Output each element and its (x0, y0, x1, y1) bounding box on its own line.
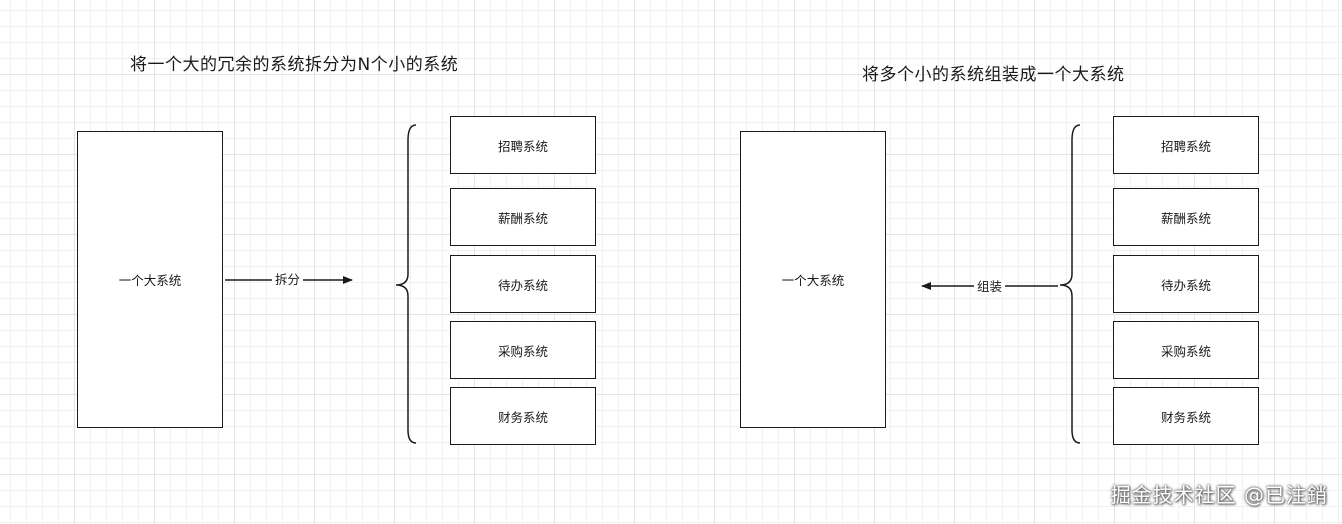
left-subsystem-label: 财务系统 (497, 409, 548, 425)
right-subsystem-label: 招聘系统 (1160, 138, 1211, 154)
left-subsystem-label: 招聘系统 (497, 138, 548, 154)
right-diagram-title: 将多个小的系统组装成一个大系统 (862, 65, 1125, 85)
right-subsystem-label: 财务系统 (1160, 409, 1211, 425)
watermark: 掘金技术社区 @已注銷 (1110, 483, 1328, 507)
left-big-system-label: 一个大系统 (118, 273, 182, 288)
left-subsystem-box: 财务系统 (450, 387, 596, 445)
right-subsystem-label: 薪酬系统 (1160, 210, 1211, 226)
left-diagram-title: 将一个大的冗余的系统拆分为N个小的系统 (130, 55, 459, 75)
right-subsystem-box: 薪酬系统 (1113, 188, 1259, 246)
right-subsystem-box: 待办系统 (1113, 255, 1259, 313)
right-brace (1059, 124, 1081, 444)
left-subsystem-label: 采购系统 (497, 343, 548, 359)
left-brace (395, 124, 417, 444)
left-subsystem-label: 薪酬系统 (497, 210, 548, 226)
left-big-system-box: 一个大系统 (77, 131, 223, 428)
right-subsystem-box: 采购系统 (1113, 321, 1259, 379)
right-subsystem-label: 待办系统 (1160, 277, 1211, 293)
left-subsystem-box: 薪酬系统 (450, 188, 596, 246)
right-subsystem-box: 财务系统 (1113, 387, 1259, 445)
right-big-system-label: 一个大系统 (781, 273, 845, 288)
assemble-label: 组装 (974, 279, 1006, 295)
right-big-system-box: 一个大系统 (740, 131, 886, 428)
left-subsystem-box: 招聘系统 (450, 116, 596, 174)
right-subsystem-box: 招聘系统 (1113, 116, 1259, 174)
left-subsystem-box: 待办系统 (450, 255, 596, 313)
left-subsystem-box: 采购系统 (450, 321, 596, 379)
right-subsystem-label: 采购系统 (1160, 343, 1211, 359)
left-subsystem-label: 待办系统 (497, 277, 548, 293)
split-label: 拆分 (272, 272, 304, 288)
